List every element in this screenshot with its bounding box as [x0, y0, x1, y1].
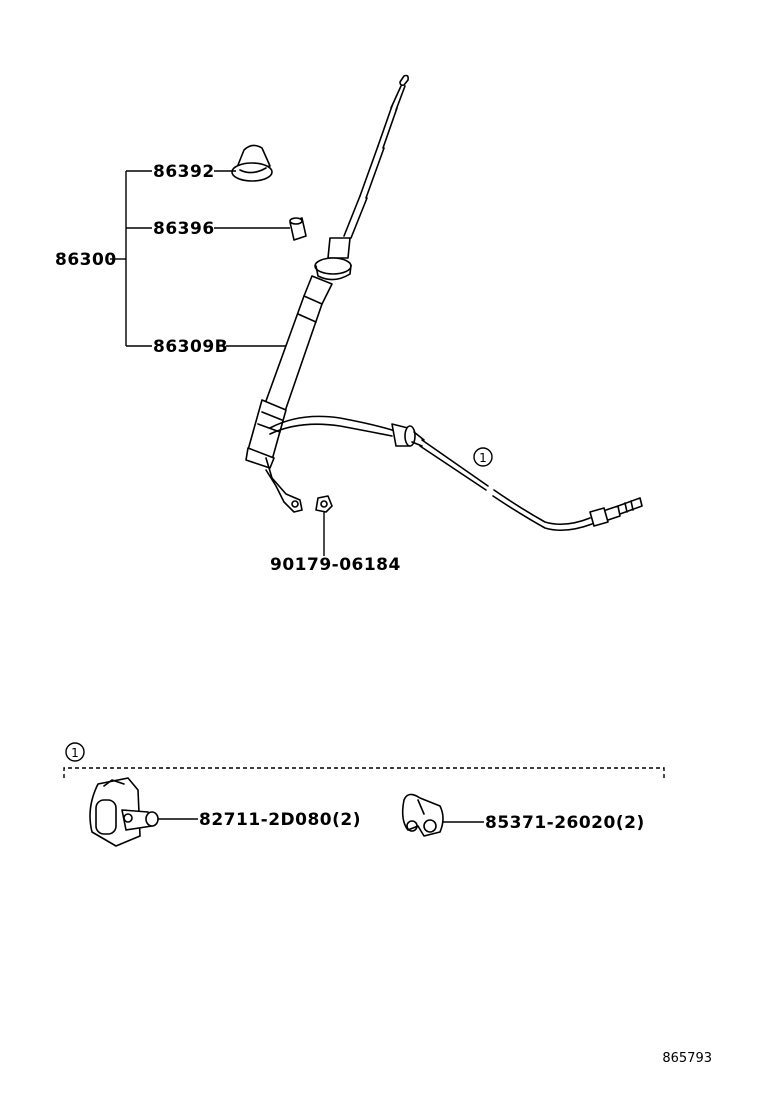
- svg-text:1: 1: [479, 451, 487, 465]
- cap-part-icon: [231, 144, 273, 182]
- label-90179: 90179-06184: [270, 555, 401, 575]
- label-82711: 82711-2D080(2): [199, 810, 361, 830]
- diagram-code: 865793: [662, 1051, 712, 1066]
- bushing-part-icon: [289, 217, 307, 241]
- label-86300: 86300: [55, 250, 117, 270]
- detail-ref-marker: 1: [71, 746, 79, 760]
- label-bracket: [110, 170, 325, 556]
- label-86309b: 86309B: [153, 337, 228, 357]
- ref-marker-on-cable: 1: [473, 447, 493, 467]
- label-85371: 85371-26020(2): [485, 813, 645, 833]
- antenna-assembly: [245, 74, 643, 532]
- detail-section: 1: [63, 742, 665, 778]
- clamp-part-icon: [401, 793, 444, 837]
- clip-part-icon: [89, 777, 159, 847]
- nut-part-icon: [315, 495, 333, 513]
- label-86396: 86396: [153, 219, 215, 239]
- label-86392: 86392: [153, 162, 215, 182]
